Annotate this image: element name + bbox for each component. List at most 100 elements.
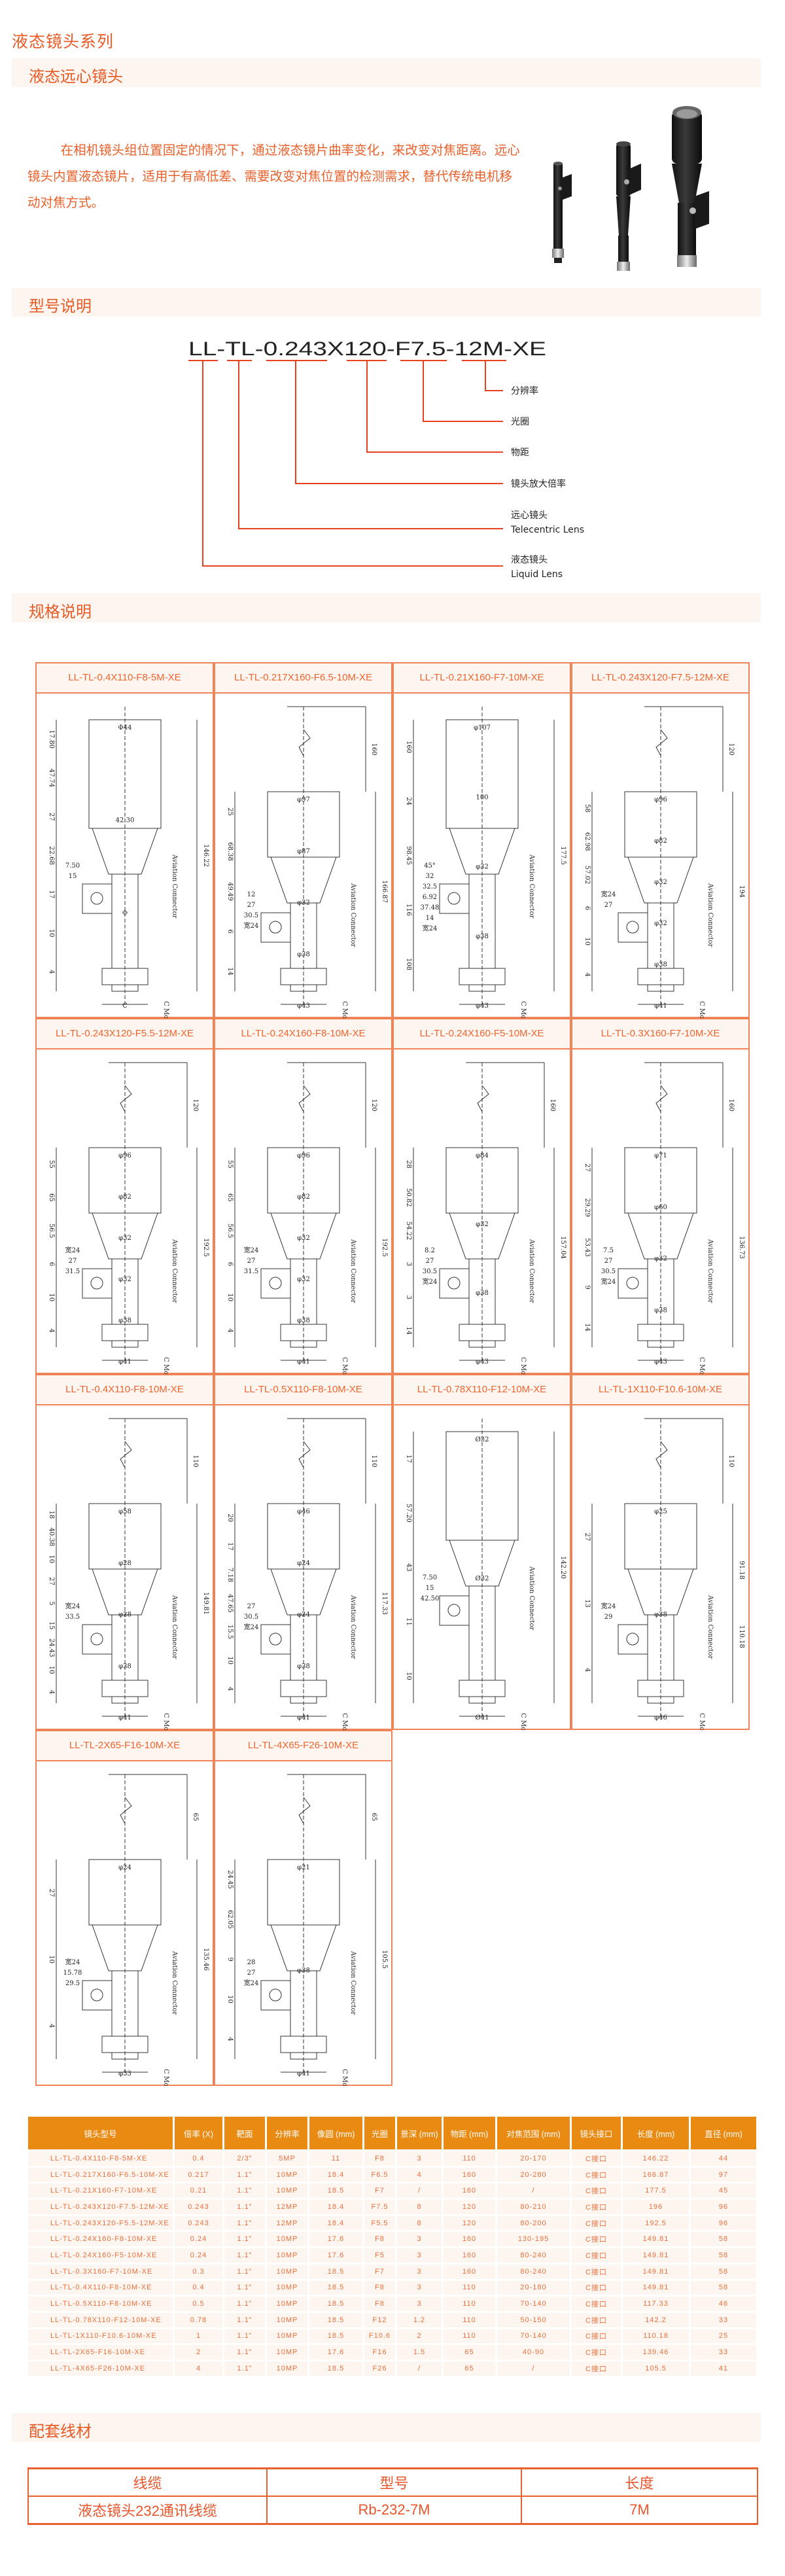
spec-cell: 2/3": [224, 2151, 265, 2166]
spec-model-cell: LL-TL-0.4X110-F8-5M-XE: [28, 2151, 173, 2166]
dimension-label: 40.38: [48, 1528, 55, 1547]
c-mount-thread: [290, 984, 317, 992]
model-number-diagram: LL-TL-0.243X120-F7.5-12M-XE 分辨率 光圈 物距 镜头…: [188, 338, 584, 580]
spec-cell: C接口: [572, 2151, 621, 2166]
mount-ring: [637, 968, 684, 985]
section-title: 规格说明: [29, 603, 92, 621]
spec-cell: 160: [444, 2167, 495, 2182]
dimension-label: 45°: [424, 862, 436, 870]
connector-icon: [626, 921, 639, 934]
dimension-label: 47.65: [226, 1594, 234, 1613]
section-title: 配套线材: [29, 2422, 92, 2441]
dimension-label: 10: [48, 929, 55, 938]
dimension-label: 宽24: [244, 1623, 259, 1631]
dimension-label: 12: [247, 891, 256, 898]
diameter-label: φ38: [118, 1317, 131, 1324]
mount-ring: [101, 2036, 148, 2053]
dimension-label: 58: [584, 804, 591, 813]
diameter-label: φ41: [654, 1002, 667, 1010]
spec-cell: 10MP: [267, 2264, 307, 2279]
mount-ring: [637, 1324, 684, 1341]
spec-cell: 18.5: [309, 2329, 362, 2344]
spec-cell: 3: [397, 2248, 442, 2263]
diameter-label: φ60: [654, 1204, 667, 1211]
dimension-label: 4: [48, 1690, 55, 1694]
break-symbol: [298, 1085, 311, 1112]
dimension-label: 27: [426, 1258, 434, 1265]
dimension-label: 宽24: [244, 1246, 259, 1254]
technical-drawing: 5862.9857.026104120194φ96φ82φ32φ32φ38φ41…: [584, 706, 745, 1018]
spec-header-cell: 分辨率: [267, 2117, 307, 2149]
diameter-label: φ97: [297, 796, 310, 803]
dimension-label: 57.02: [584, 866, 591, 885]
dimension-label: 18: [48, 1511, 55, 1519]
spec-cell: 58: [691, 2232, 756, 2247]
spec-cell: 18.5: [309, 2297, 362, 2311]
spec-cell: /: [497, 2361, 570, 2376]
object-distance-label: 120: [370, 1099, 377, 1111]
spec-cell: F5: [364, 2248, 395, 2263]
spec-cell: C接口: [572, 2200, 621, 2214]
dimension-label: 17: [226, 1542, 234, 1551]
dimension-label: 宽24: [244, 921, 259, 930]
lens-cone: [92, 1924, 158, 1971]
diameter-label: φ32: [476, 1221, 489, 1228]
technical-drawing: 17.8047.742722.6817104146.22Φ4442.30ΦC7.…: [48, 707, 209, 1018]
object-distance-label: 110: [192, 1455, 199, 1467]
c-mount-thread: [290, 2052, 317, 2060]
spec-cell: 0.21: [175, 2183, 222, 2198]
dimension-label: 17.80: [48, 730, 55, 749]
technical-drawing: 556556.56104120192.5φ96φ82φ32φ32φ38φ41宽2…: [48, 1062, 209, 1374]
aviation-connector-note: Aviation Connector: [528, 1239, 535, 1303]
lens-cone: [270, 1924, 337, 1971]
diameter-label: φ32: [297, 1276, 310, 1283]
spec-model-cell: LL-TL-0.21X160-F7-10M-XE: [28, 2183, 173, 2198]
spec-cell: F7: [364, 2264, 395, 2279]
spec-cell: C接口: [572, 2345, 621, 2359]
dimension-label: 25: [226, 807, 234, 816]
connector-block: [260, 1624, 291, 1655]
connector-icon: [269, 1632, 282, 1646]
diameter-label: φ33: [118, 2070, 131, 2077]
product-photo: [552, 106, 709, 271]
dimension-label: 8.2: [425, 1247, 435, 1254]
spec-cell: 0.78: [175, 2312, 222, 2327]
spec-cell: 80-240: [497, 2248, 570, 2263]
dimension-label: 32.5: [423, 883, 437, 891]
spec-cell: C接口: [572, 2297, 621, 2311]
dimension-label: 53.43: [584, 1238, 591, 1257]
spec-header-row: 镜头型号倍率 (X)靶面分辨率像圆 (mm)光圈景深 (mm)物距 (mm)对焦…: [28, 2117, 756, 2149]
c-mount-thread: [111, 984, 139, 992]
section-title: 型号说明: [29, 297, 92, 315]
spec-cell: 1: [175, 2329, 222, 2344]
spec-header-cell: 像圆 (mm): [309, 2117, 362, 2149]
c-mount-note: C Mount: [519, 1357, 527, 1374]
total-length-label: 105.5: [381, 1950, 388, 1969]
aviation-connector-note: Aviation Connector: [171, 854, 178, 919]
spec-cell: F7: [364, 2183, 395, 2198]
lens-cone: [92, 1212, 158, 1260]
diameter-label: φ46: [297, 1508, 310, 1515]
drawing-title: LL-TL-0.217X160-F6.5-10M-XE: [215, 663, 391, 694]
technical-drawing: 556556.56104120192.5φ96φ82φ32φ32φ38φ41宽2…: [226, 1062, 388, 1374]
spec-cell: 149.81: [623, 2264, 689, 2279]
dimension-label: 17: [405, 1455, 412, 1463]
spec-header-cell: 镜头接口: [572, 2117, 621, 2149]
c-mount-thread: [290, 1696, 317, 1704]
spec-model-cell: LL-TL-0.5X110-F8-10M-XE: [28, 2297, 173, 2311]
aviation-connector-note: Aviation Connector: [171, 1950, 178, 2015]
spec-header-cell: 倍率 (X): [175, 2117, 222, 2149]
spec-cell: 1.1": [224, 2312, 265, 2327]
dimension-label: 32: [426, 873, 434, 880]
aviation-connector-note: Aviation Connector: [706, 883, 714, 947]
spec-cell: 3: [397, 2280, 442, 2295]
dimension-label: 4: [226, 2037, 234, 2041]
